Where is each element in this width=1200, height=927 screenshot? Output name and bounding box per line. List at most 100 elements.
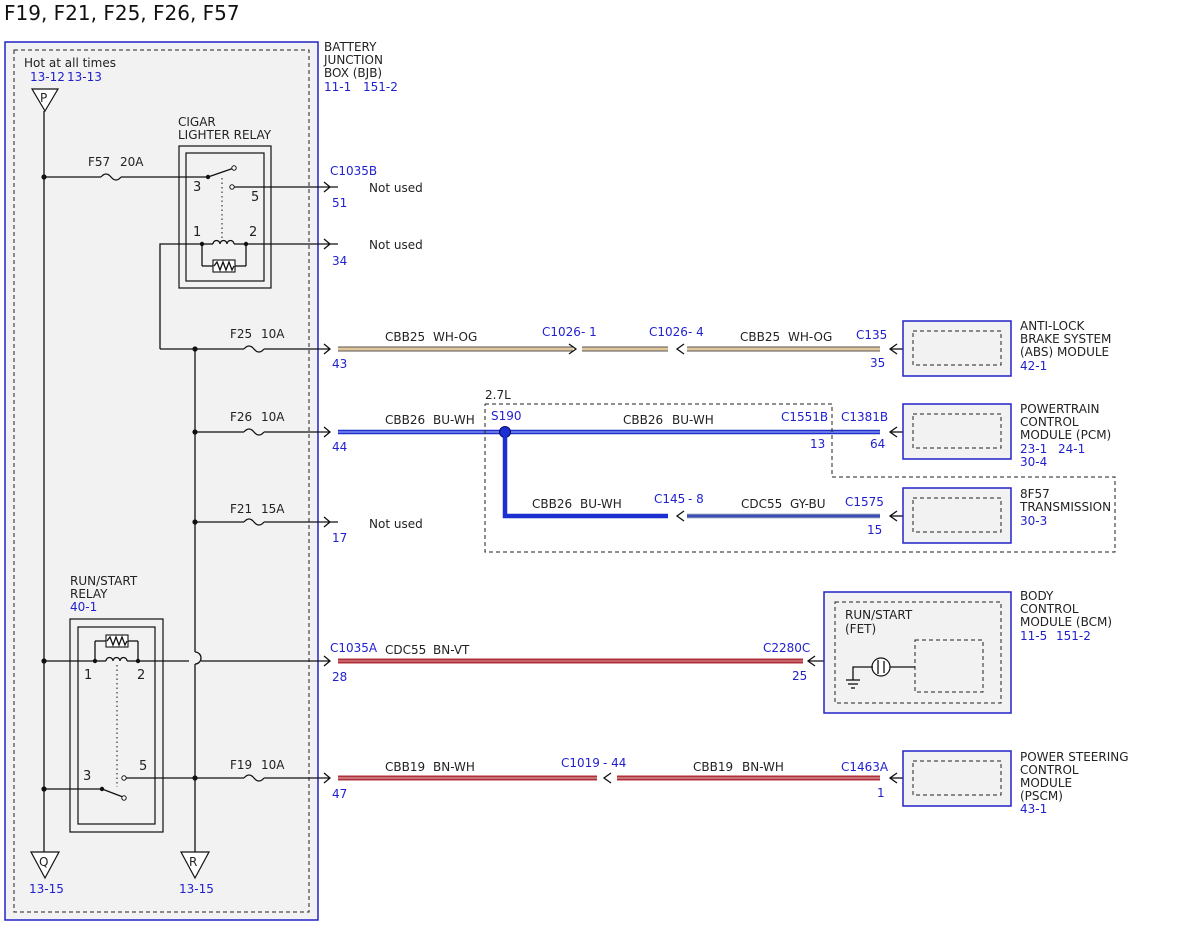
- variant-2-7l-boundary: [484, 403, 1116, 553]
- pscm-name-4: (PSCM): [1020, 789, 1063, 803]
- pscm-connector[interactable]: C1463A: [841, 760, 889, 774]
- bcm-ref-1[interactable]: 11-5: [1020, 629, 1047, 643]
- bus-q-triangle: [29, 851, 61, 880]
- f19-name: F19: [230, 758, 252, 772]
- fet-icon: [871, 657, 891, 677]
- bjb-ref-1[interactable]: 11-1: [324, 80, 351, 94]
- abs-name-3: (ABS) MODULE: [1020, 345, 1109, 359]
- bus-q-ref[interactable]: 13-15: [29, 882, 64, 896]
- c1026-4-pin: - 4: [688, 325, 704, 339]
- hot-ref-1[interactable]: 13-12: [30, 70, 65, 84]
- f21-fuse-symbol: [243, 518, 265, 526]
- runstart-relay-ref[interactable]: 40-1: [70, 600, 97, 614]
- hot-ref-2[interactable]: 13-13: [67, 70, 102, 84]
- pin-17: 17: [332, 531, 347, 545]
- cdc55-b-circuit: CDC55: [385, 643, 426, 657]
- pscm-module-box[interactable]: [902, 750, 1012, 807]
- arrow-c1026-1: [568, 343, 578, 355]
- bcm-module-inner: [834, 601, 1002, 704]
- connector-c1035a[interactable]: C1035A: [330, 641, 378, 655]
- abs-module-box[interactable]: [902, 320, 1012, 377]
- fet-source-wire: [852, 666, 873, 680]
- pscm-module-inner: [912, 760, 1002, 796]
- arrow-pin-34: [323, 238, 332, 250]
- f57-rating: 20A: [120, 155, 144, 169]
- f21-rating: 15A: [261, 502, 285, 516]
- cbb25-b-color: WH-OG: [788, 330, 832, 344]
- cbb25-a-circuit: CBB25: [385, 330, 425, 344]
- c1026-4-name[interactable]: C1026: [649, 325, 688, 339]
- c1026-1-name[interactable]: C1026: [542, 325, 581, 339]
- arrow-c145-8: [675, 510, 685, 522]
- bcm-connector[interactable]: C2280C: [763, 641, 810, 655]
- not-used-17: Not used: [369, 517, 423, 531]
- abs-ref[interactable]: 42-1: [1020, 359, 1047, 373]
- runstart-relay-name-2: RELAY: [70, 587, 108, 601]
- f26-fuse-symbol: [243, 428, 265, 436]
- bcm-fet-box: [914, 639, 984, 693]
- runstart-relay-pin-5: 5: [139, 759, 147, 774]
- bcm-ref-2[interactable]: 151-2: [1056, 629, 1091, 643]
- bjb-pin-arrows: [323, 181, 332, 784]
- pcm-ref-2[interactable]: 24-1: [1058, 442, 1085, 456]
- splice-s190-label[interactable]: S190: [491, 409, 522, 423]
- c145-8-pin: - 8: [688, 492, 704, 506]
- pin-43: 43: [332, 357, 347, 371]
- trans-module-inner: [912, 497, 1002, 533]
- bjb-ref-2[interactable]: 151-2: [363, 80, 398, 94]
- f19-fuse-symbol: [243, 774, 265, 782]
- cbb25-a-color: WH-OG: [433, 330, 477, 344]
- cbb26-b-circuit: CBB26: [623, 413, 663, 427]
- cdc55-b-color: BN-VT: [433, 643, 470, 657]
- cbb26-b-color: BU-WH: [672, 413, 714, 427]
- c1019-44-name[interactable]: C1019: [561, 756, 600, 770]
- pscm-name-2: CONTROL: [1020, 763, 1079, 777]
- c1026-1-pin: - 1: [581, 325, 597, 339]
- variant-2-7l-label: 2.7L: [485, 388, 511, 402]
- pcm-side-pin: 13: [810, 437, 825, 451]
- pscm-pin: 1: [877, 786, 885, 800]
- cbb25-b-circuit: CBB25: [740, 330, 780, 344]
- bus-r-ref[interactable]: 13-15: [179, 882, 214, 896]
- pcm-side-connector[interactable]: C1551B: [781, 410, 828, 424]
- cigar-relay-pin1-wire: [159, 243, 202, 349]
- pscm-name-1: POWER STEERING: [1020, 750, 1129, 764]
- runstart-relay-name-1: RUN/START: [70, 574, 138, 588]
- f21-name: F21: [230, 502, 252, 516]
- f26-rating: 10A: [261, 410, 285, 424]
- pcm-name-2: CONTROL: [1020, 415, 1079, 429]
- pcm-module-box[interactable]: [902, 403, 1012, 460]
- cigar-relay-name-1: CIGAR: [178, 115, 216, 129]
- trans-connector[interactable]: C1575: [845, 495, 884, 509]
- arrow-pin-17: [323, 516, 332, 528]
- runstart-relay-pin-1: 1: [84, 668, 92, 683]
- pcm-ref-3[interactable]: 30-4: [1020, 455, 1047, 469]
- pscm-ref[interactable]: 43-1: [1020, 802, 1047, 816]
- pcm-module-inner: [912, 413, 1002, 449]
- bjb-name-line-2: JUNCTION: [323, 53, 383, 67]
- runstart-coil-symbol: [105, 656, 128, 662]
- connector-c1035b[interactable]: C1035B: [330, 164, 377, 178]
- pcm-ref-1[interactable]: 23-1: [1020, 442, 1047, 456]
- pin-47: 47: [332, 787, 347, 801]
- bcm-module-box[interactable]: [823, 591, 1012, 714]
- bjb-inner-boundary: [13, 49, 310, 913]
- pcm-connector[interactable]: C1381B: [841, 410, 888, 424]
- not-used-34: Not used: [369, 238, 423, 252]
- cbb19-a-circuit: CBB19: [385, 760, 425, 774]
- trans-module-box[interactable]: [902, 487, 1012, 544]
- wire-cbb26-c: [502, 432, 668, 519]
- trans-ref[interactable]: 30-3: [1020, 514, 1047, 528]
- cigar-relay-coil-symbol: [212, 239, 235, 245]
- pin-51: 51: [332, 196, 347, 210]
- bjb-name-line-3: BOX (BJB): [324, 66, 382, 80]
- f26-name: F26: [230, 410, 252, 424]
- f19-rating: 10A: [261, 758, 285, 772]
- trans-name-1: 8F57: [1020, 487, 1050, 501]
- not-used-51: Not used: [369, 181, 423, 195]
- arrow-c1019-44: [602, 772, 612, 784]
- c145-8-name[interactable]: C145: [654, 492, 685, 506]
- abs-connector[interactable]: C135: [856, 328, 887, 342]
- pcm-pin: 64: [870, 437, 885, 451]
